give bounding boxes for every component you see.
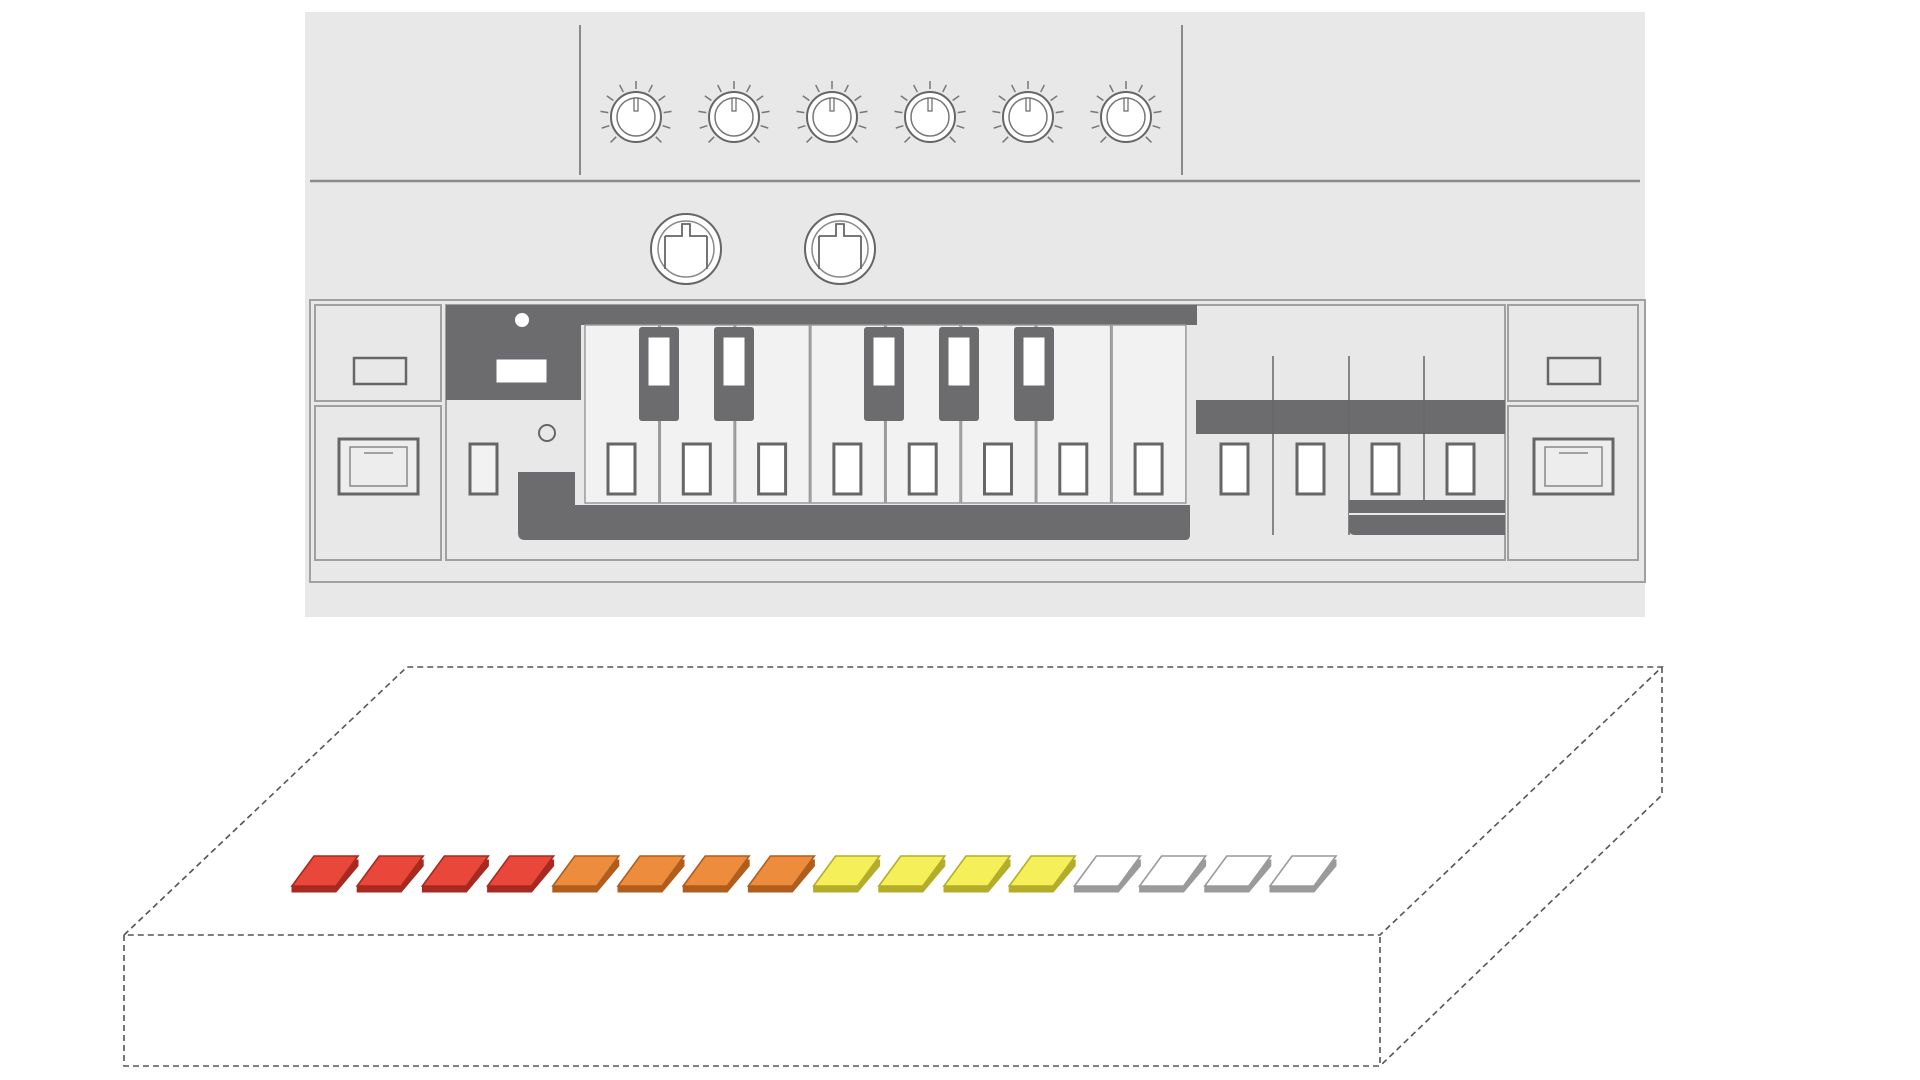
extra-section-dark-band <box>1196 400 1505 434</box>
extra-button[interactable] <box>1370 442 1401 496</box>
step-button[interactable] <box>1203 855 1273 893</box>
black-key[interactable] <box>1014 327 1054 421</box>
step-button[interactable] <box>486 855 556 893</box>
rotary-knob-icon[interactable] <box>698 81 770 143</box>
left-top-box <box>314 304 442 402</box>
housing-box <box>121 666 1665 1067</box>
rotary-knob-icon[interactable] <box>894 81 966 143</box>
step-button[interactable] <box>420 855 490 893</box>
right-bottom-box <box>1507 405 1639 561</box>
large-knob-icon[interactable] <box>804 213 876 285</box>
black-key[interactable] <box>639 327 679 421</box>
rotary-knob-icon[interactable] <box>1090 81 1162 143</box>
step-button[interactable] <box>1138 855 1208 893</box>
extra-buttons <box>1219 442 1476 496</box>
housing-top-face <box>121 666 1665 936</box>
mode-button[interactable] <box>468 442 499 496</box>
right-indicator <box>1546 356 1602 386</box>
large-knob-icon[interactable] <box>650 213 722 285</box>
extra-button[interactable] <box>1219 442 1250 496</box>
step-button[interactable] <box>551 855 621 893</box>
extra-button[interactable] <box>1295 442 1326 496</box>
step-button[interactable] <box>1072 855 1142 893</box>
right-top-box <box>1507 304 1639 402</box>
rotary-knob-icon[interactable] <box>796 81 868 143</box>
white-key[interactable] <box>810 324 886 504</box>
black-keys <box>639 327 1054 421</box>
step-button-row <box>290 855 1338 893</box>
rotary-knob-icon[interactable] <box>992 81 1064 143</box>
tempo-led <box>538 424 556 442</box>
left-indicator <box>352 356 408 386</box>
extra-section-dark-base <box>1349 500 1505 535</box>
status-led <box>515 313 529 327</box>
step-button[interactable] <box>877 855 947 893</box>
right-big-button[interactable] <box>1532 437 1615 496</box>
step-button[interactable] <box>355 855 425 893</box>
black-key[interactable] <box>939 327 979 421</box>
step-button[interactable] <box>942 855 1012 893</box>
housing-side-face <box>1379 667 1663 1067</box>
keyboard-dark-base <box>518 472 1190 540</box>
step-button[interactable] <box>616 855 686 893</box>
control-panel <box>305 12 1646 617</box>
black-key[interactable] <box>864 327 904 421</box>
housing-front-face <box>123 935 1381 1067</box>
left-big-button[interactable] <box>337 437 420 496</box>
black-key[interactable] <box>714 327 754 421</box>
step-button[interactable] <box>1268 855 1338 893</box>
large-knob-row <box>650 213 876 285</box>
step-button[interactable] <box>812 855 882 893</box>
step-button[interactable] <box>290 855 360 893</box>
mode-indicator <box>496 359 547 383</box>
left-bottom-box <box>314 405 442 561</box>
white-key[interactable] <box>1111 324 1187 504</box>
extra-button[interactable] <box>1445 442 1476 496</box>
rotary-knob-icon[interactable] <box>600 81 672 143</box>
step-button[interactable] <box>746 855 816 893</box>
step-button[interactable] <box>681 855 751 893</box>
knob-row <box>600 81 1162 143</box>
step-button[interactable] <box>1007 855 1077 893</box>
